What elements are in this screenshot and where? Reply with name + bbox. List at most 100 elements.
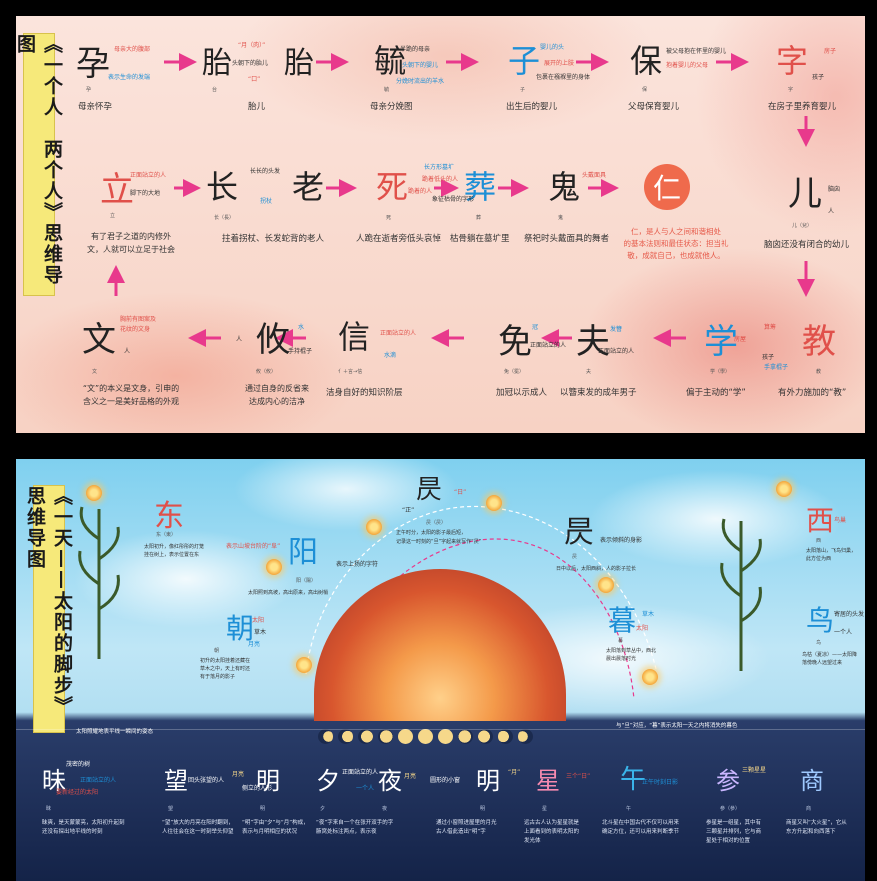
note: 正午时刻日影	[642, 779, 679, 786]
wu-desc: 北斗星在中国古代不仅可以用来 确定方位，还可以用来判断季节	[602, 819, 679, 837]
note: “月”	[508, 769, 521, 776]
note: 正面站立的人	[130, 172, 167, 179]
text-line: 昧爽，是天蒙蒙亮，太阳初升起刻	[42, 820, 125, 826]
note: 表示上扬的字符	[336, 561, 379, 568]
pinyin-label: 免（冕）	[504, 369, 525, 375]
text-line: 参星是一组星，其中有	[706, 820, 762, 826]
glyph-zi: 子	[508, 42, 541, 80]
note: “正”	[402, 507, 415, 514]
right-plant-illustration	[720, 518, 762, 671]
mindmap-panel-sun-footsteps: 《一天——太阳的脚步》思维导图 东 东（東） 太阳初升，像红彤彤的灯笼 挂在树上…	[16, 459, 865, 881]
note: 分娩时流出的羊水	[396, 78, 445, 85]
sun-icon	[86, 485, 102, 501]
sun-icon	[486, 495, 502, 511]
moon-phase-icon	[338, 729, 353, 744]
text-line: 表示与月明相应的状况	[242, 829, 298, 835]
glyph-mei: 昧	[42, 767, 66, 795]
glyph-er: 儿	[788, 174, 822, 214]
ren-circle: 仁	[644, 164, 690, 210]
li-paragraph: 有了君子之道的内修外 文，人就可以立足于社会	[66, 230, 196, 256]
text-line: 仁，是人与人之间和谐相处	[631, 227, 721, 236]
note: 鸟枯（夏凉）——太阳降	[802, 652, 858, 658]
glyph-li: 立	[100, 170, 134, 210]
note: 回头张望的人	[188, 777, 225, 784]
text-line: 还没有探出地平线的时刻	[42, 829, 103, 835]
note: 正面站立的人	[80, 777, 117, 784]
pinyin-label: 攸（攸）	[256, 369, 277, 375]
pinyin-label: 星	[542, 806, 548, 812]
text-line: 古人借此造出“明”字	[436, 829, 486, 835]
caption: 以簪束发的成年男子	[560, 388, 637, 398]
note: 脚下的大地	[130, 190, 161, 197]
text-line: 的基本法则和最佳状态：担当礼	[623, 239, 729, 248]
pinyin-label: 昃（昃）	[426, 520, 447, 526]
note: 拐杖	[260, 198, 273, 205]
sun-icon	[776, 481, 792, 497]
text-line: 上面看到的表明太阳的	[524, 829, 580, 835]
note: 月亮	[232, 771, 245, 778]
pinyin-label: 暮	[618, 638, 624, 644]
pinyin-label: 昃	[572, 554, 578, 560]
text-line: 三颗星并排列，它与商	[706, 829, 762, 835]
moon-phase-icon	[398, 729, 413, 744]
note: 晨出晨落时光	[606, 656, 637, 662]
note: 日中以后，太阳西斜，人的影子拉长	[556, 566, 637, 572]
text-line: 通过自身的反省来	[245, 384, 309, 393]
text-line: 通过小窗照进屋里的月光	[436, 820, 497, 826]
text-line: “夜”字来自一个在张开双手的字	[316, 820, 394, 826]
note: 草木之中，天上有时还	[200, 666, 251, 672]
note: 表示倾斜的身影	[600, 537, 643, 544]
sun-icon	[598, 577, 614, 593]
note: 胸前有图案及	[120, 316, 157, 323]
pinyin-label: 东（東）	[156, 532, 177, 538]
pinyin-label: 死	[386, 215, 392, 221]
glyph-zhao: 朝	[226, 612, 255, 645]
sun-path-arcs	[305, 505, 657, 700]
note: 母亲大的腹部	[114, 46, 151, 53]
legend-left: 太阳照耀地表平线一瞬间的姿态	[76, 729, 154, 735]
caption: 枯骨躺在墓圹里	[450, 234, 510, 244]
text-line: 远古古人认为星星就是	[524, 820, 580, 826]
sun-icon	[266, 559, 282, 575]
text-line: 确定方位，还可以用来判断季节	[602, 829, 680, 835]
note: 长方形墓圹	[424, 164, 455, 171]
note: 太阳落到草丛中，西北	[606, 648, 657, 654]
note: 展开的上肢	[544, 60, 575, 67]
moon-phase-icon	[418, 729, 433, 744]
note: 三颗星星	[742, 767, 767, 774]
wang-desc: “望”放大的月亮在阳时翻到， 人往往会在这一时刻举头仰望	[162, 819, 234, 837]
note: 脑囟	[828, 186, 841, 193]
glyph-shen: 参	[716, 767, 740, 795]
note: 三个“日”	[566, 773, 591, 780]
note: 手持棍子	[288, 348, 313, 355]
note: 孩子	[812, 74, 825, 81]
note: 有于落月的影子	[200, 674, 236, 680]
sun-icon	[642, 669, 658, 685]
note: 房子	[824, 48, 837, 55]
pinyin-label: 夕	[320, 806, 326, 812]
pinyin-label: 立	[110, 213, 116, 219]
pinyin-label: 夜	[382, 806, 388, 812]
pinyin-label: 望	[168, 806, 174, 812]
text-line: “明”字由“夕”与“月”构成，	[242, 820, 309, 826]
sun-icon	[296, 657, 312, 673]
pinyin-label: 商	[806, 806, 812, 812]
text-line: 达成内心的洁净	[249, 397, 305, 406]
note: 跪着低头的人	[422, 176, 459, 183]
wen-paragraph: “文”的本义是文身，引申的 含义之一是美好品格的外观	[56, 382, 206, 408]
pinyin-label: 文	[92, 369, 98, 375]
moon-phase-icon	[438, 729, 453, 744]
note: 初升的太阳挂着还藏在	[200, 658, 251, 664]
note: 表示生命的发端	[108, 74, 151, 81]
note: 手拿棍子	[764, 364, 789, 371]
glyph-xing: 星	[536, 767, 560, 795]
glyph-tai-2: 胎	[284, 46, 314, 81]
text-line: 文，人就可以立足于社会	[87, 245, 175, 254]
note: 此方位为西	[806, 556, 832, 562]
note: 水	[298, 324, 305, 331]
text-line: 含义之一是美好品格的外观	[83, 397, 179, 406]
glyph-bao: 保	[630, 42, 663, 80]
pinyin-label: 长（長）	[214, 215, 235, 221]
pinyin-label: 午	[626, 806, 632, 812]
note: 鸟巢	[834, 517, 847, 524]
